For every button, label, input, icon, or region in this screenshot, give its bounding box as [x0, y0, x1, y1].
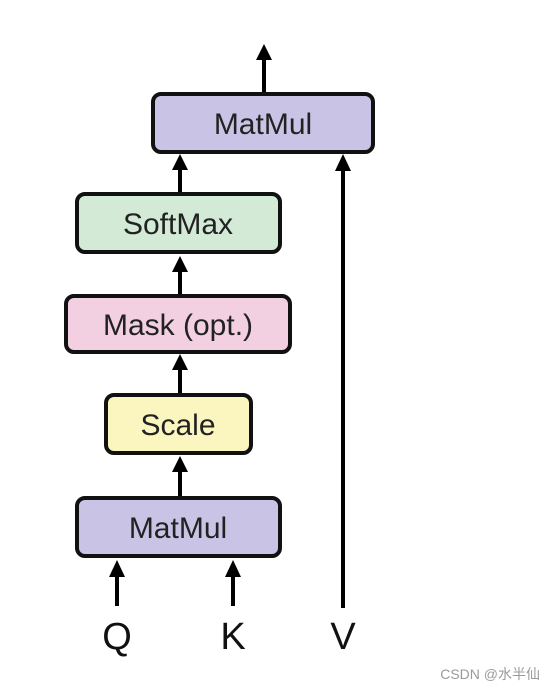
input-q-label: Q — [102, 616, 132, 658]
input-v-label: V — [330, 616, 356, 658]
arrows — [109, 44, 351, 608]
arrow-softmax-to-matmul-head — [172, 154, 188, 170]
matmul-top-box — [151, 92, 375, 154]
mask-label: Mask (opt.) — [103, 309, 253, 342]
arrow-matmul-to-scale-head — [172, 456, 188, 472]
block-softmax: SoftMax — [75, 192, 282, 254]
softmax-box — [75, 192, 282, 254]
matmul-top-label: MatMul — [214, 108, 312, 141]
scale-box — [104, 393, 253, 455]
arrow-v-to-matmul-head — [335, 154, 351, 171]
matmul-bottom-label: MatMul — [129, 512, 227, 545]
softmax-label: SoftMax — [123, 208, 233, 241]
input-k-label: K — [220, 616, 245, 658]
arrow-mask-to-softmax-head — [172, 256, 188, 272]
block-matmul-bottom: MatMul — [75, 496, 282, 558]
block-mask: Mask (opt.) — [64, 294, 292, 354]
block-matmul-top: MatMul — [151, 92, 375, 154]
arrow-scale-to-mask-head — [172, 354, 188, 370]
arrow-k-to-matmul-head — [225, 560, 241, 577]
arrow-q-to-matmul-head — [109, 560, 125, 577]
matmul-bottom-box — [75, 496, 282, 558]
block-scale: Scale — [104, 393, 253, 455]
mask-box — [64, 294, 292, 354]
scale-label: Scale — [140, 409, 215, 442]
output-arrowhead — [256, 44, 272, 60]
watermark: CSDN @水半仙 — [440, 666, 540, 682]
